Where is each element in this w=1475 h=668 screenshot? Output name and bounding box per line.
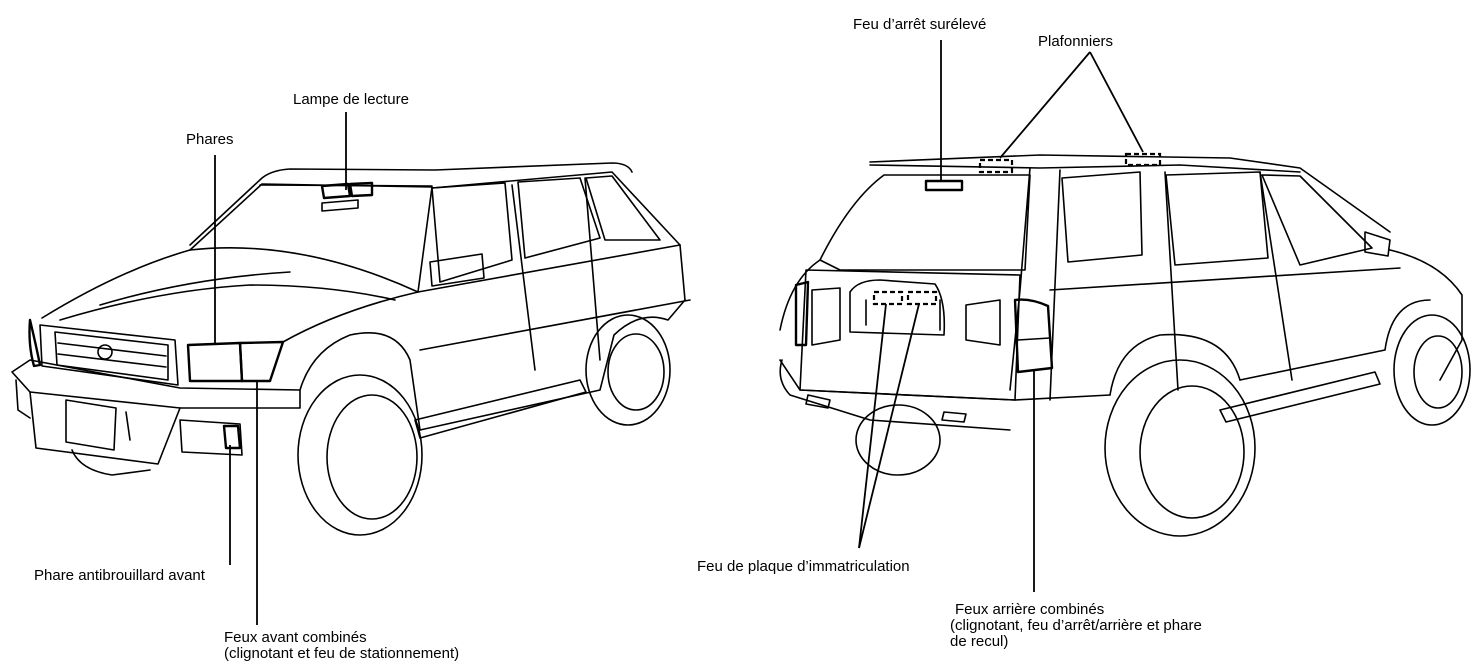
front-suv-body [11, 162, 691, 536]
label-high-mounted-stop-lamp: Feu d’arrêt surélevé [853, 16, 987, 33]
label-rear-combination-lamps: Feux arrière combinés [955, 601, 1105, 618]
label-rear-combination-lamps-detail-1: (clignotant, feu d’arrêt/arrière et phar… [950, 617, 1202, 634]
label-rear-combination-lamps-detail-2: de recul) [950, 633, 1009, 650]
label-headlights: Phares [186, 131, 234, 148]
label-reading-lamp: Lampe de lecture [293, 91, 409, 108]
rear-suv-body [779, 152, 1471, 537]
label-license-plate-lamp: Feu de plaque d’immatriculation [697, 558, 910, 575]
label-front-fog-lamp: Phare antibrouillard avant [34, 567, 205, 584]
label-front-combination-lamps: Feux avant combinés [224, 629, 367, 646]
leader-lines [214, 40, 1144, 625]
label-dome-lights: Plafonniers [1038, 33, 1114, 50]
label-front-combination-lamps-detail: (clignotant et feu de stationnement) [224, 645, 460, 662]
